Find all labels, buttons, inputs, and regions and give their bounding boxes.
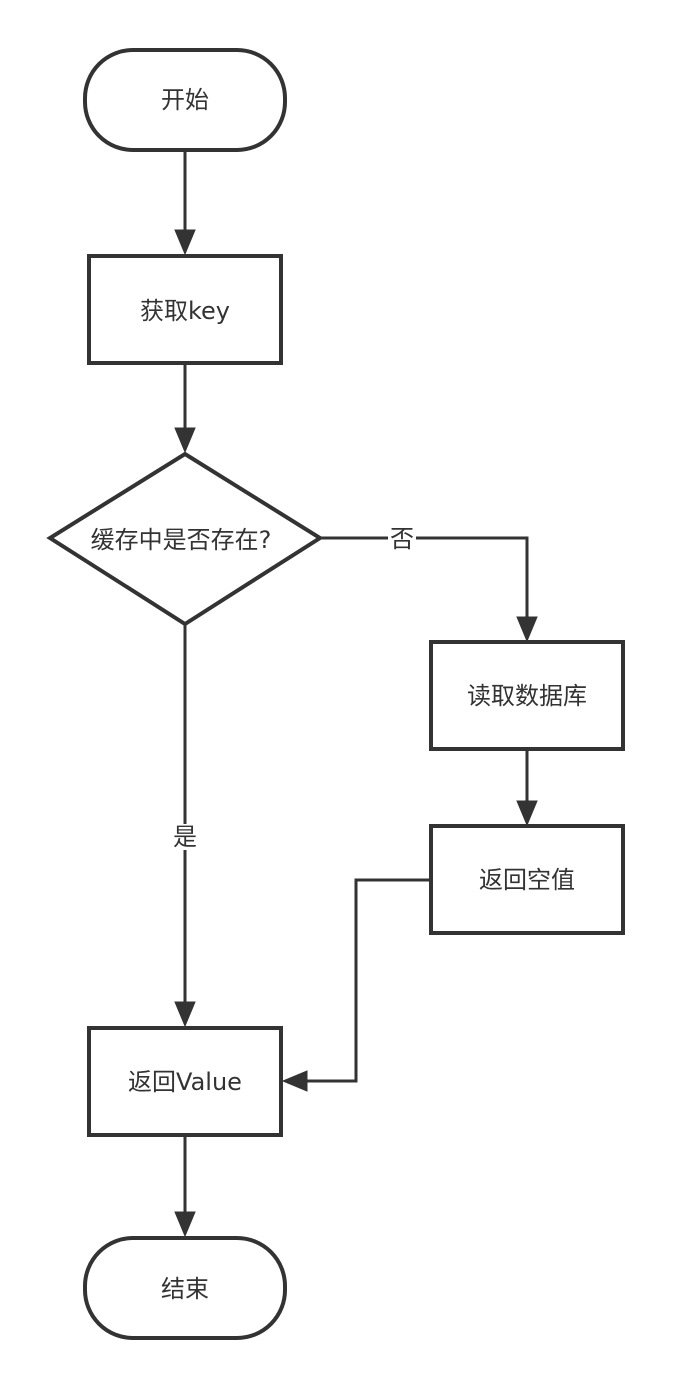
edge-decision-to-read-db <box>320 536 529 618</box>
decision-label: 缓存中是否存在? <box>91 526 272 554</box>
node-return-value: 返回Value <box>87 1026 283 1137</box>
return-value-label: 返回Value <box>128 1068 242 1096</box>
return-empty-process-shape <box>429 824 625 935</box>
arrowhead-get-key <box>174 229 196 256</box>
nodes: 开始 获取key 缓存中是否存在? 读取数据库 返回空值 返回Value 结束 <box>46 48 625 1340</box>
node-get-key: 获取key <box>87 254 283 365</box>
edge-labels: 否 是 <box>171 525 416 851</box>
edge-label-no: 否 <box>390 525 414 553</box>
start-terminal-shape <box>83 48 287 152</box>
arrowhead-return-empty <box>516 800 538 827</box>
edge-label-yes: 是 <box>173 823 197 851</box>
arrowhead-end <box>174 1211 196 1238</box>
return-empty-label: 返回空值 <box>479 866 575 894</box>
node-start: 开始 <box>83 48 287 152</box>
node-end: 结束 <box>83 1236 287 1340</box>
read-db-label: 读取数据库 <box>467 682 587 710</box>
get-key-process-shape <box>87 254 283 365</box>
end-label: 结束 <box>161 1275 209 1303</box>
read-db-process-shape <box>429 640 625 751</box>
arrowhead-decision <box>174 427 196 454</box>
edge-return-empty-to-return-value <box>305 878 430 1083</box>
end-terminal-shape <box>83 1236 287 1340</box>
decision-diamond-shape <box>46 451 324 627</box>
node-decision: 缓存中是否存在? <box>46 451 324 627</box>
node-read-db: 读取数据库 <box>429 640 625 751</box>
arrowhead-return-value-top <box>174 1001 196 1028</box>
return-value-process-shape <box>87 1026 283 1137</box>
get-key-label: 获取key <box>140 297 230 325</box>
start-label: 开始 <box>161 86 209 114</box>
yes-label-bg <box>171 824 199 850</box>
no-label-bg <box>388 526 416 552</box>
node-return-empty: 返回空值 <box>429 824 625 935</box>
arrowhead-return-value-side <box>281 1070 308 1092</box>
arrowhead-read-db <box>516 616 538 643</box>
